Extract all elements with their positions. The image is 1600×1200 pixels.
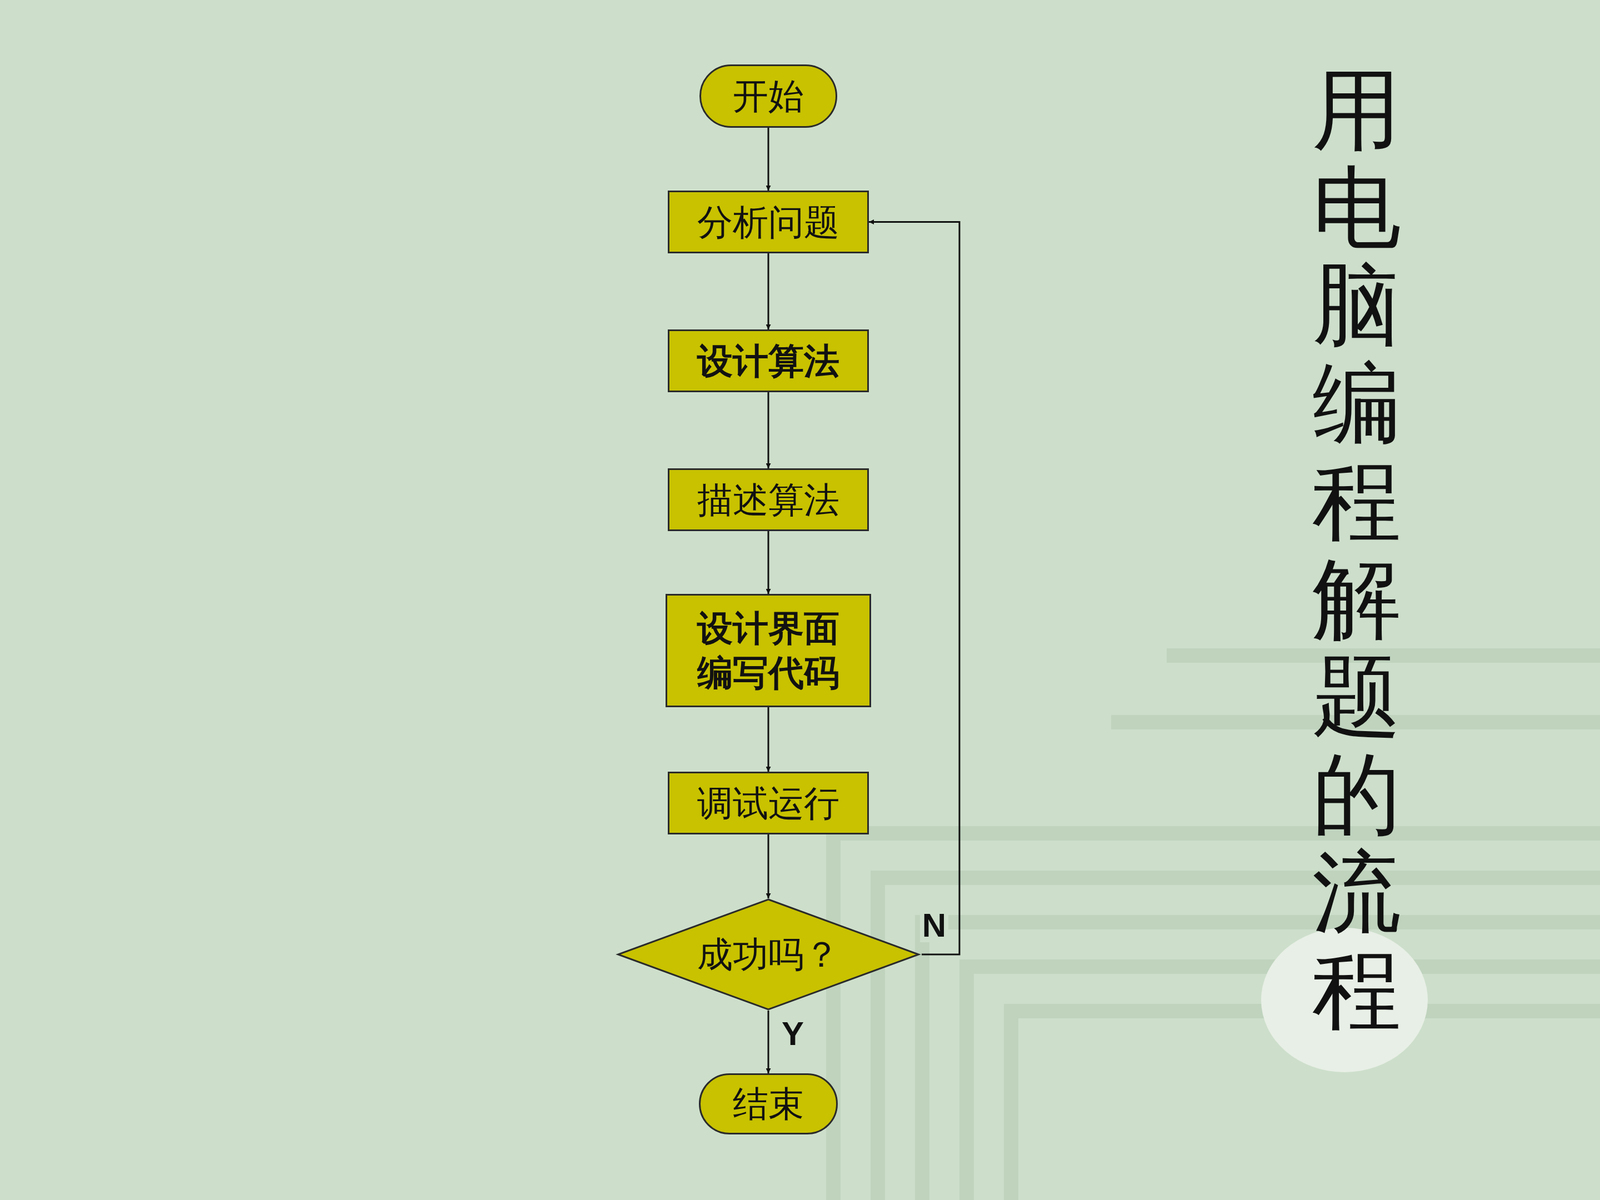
process-box: 描述算法: [667, 468, 869, 532]
process-box: 调试运行: [667, 771, 869, 835]
start-terminal: 开始: [699, 64, 838, 128]
flow-arrow: [767, 127, 770, 191]
vertical-title: 用电脑编程解题的流程: [1312, 61, 1402, 1039]
flow-arrow: [868, 222, 960, 955]
decision-diamond: 成功吗？: [615, 898, 922, 1011]
process-box: 设计界面 编写代码: [665, 593, 872, 708]
flow-arrow: [767, 531, 770, 594]
flow-arrow: [767, 707, 770, 772]
node-text: 设计算法: [697, 338, 840, 384]
edge-label: N: [920, 908, 949, 943]
end-terminal: 结束: [698, 1073, 838, 1135]
flow-arrow: [767, 1010, 770, 1074]
node-text: 设计界面 编写代码: [679, 606, 858, 695]
ornament-lines: [833, 655, 1600, 1200]
node-text: 分析问题: [697, 200, 840, 245]
node-text: 成功吗？: [697, 932, 840, 977]
flow-arrow: [767, 834, 770, 899]
edge-label: Y: [779, 1017, 807, 1051]
node-text: 结束: [732, 1081, 804, 1127]
flow-arrow: [767, 392, 770, 469]
node-text: 调试运行: [697, 781, 840, 826]
process-box: 设计算法: [667, 329, 869, 393]
flow-arrow: [767, 253, 770, 330]
process-box: 分析问题: [667, 190, 869, 254]
node-text: 描述算法: [697, 477, 840, 523]
node-text: 开始: [732, 73, 804, 119]
